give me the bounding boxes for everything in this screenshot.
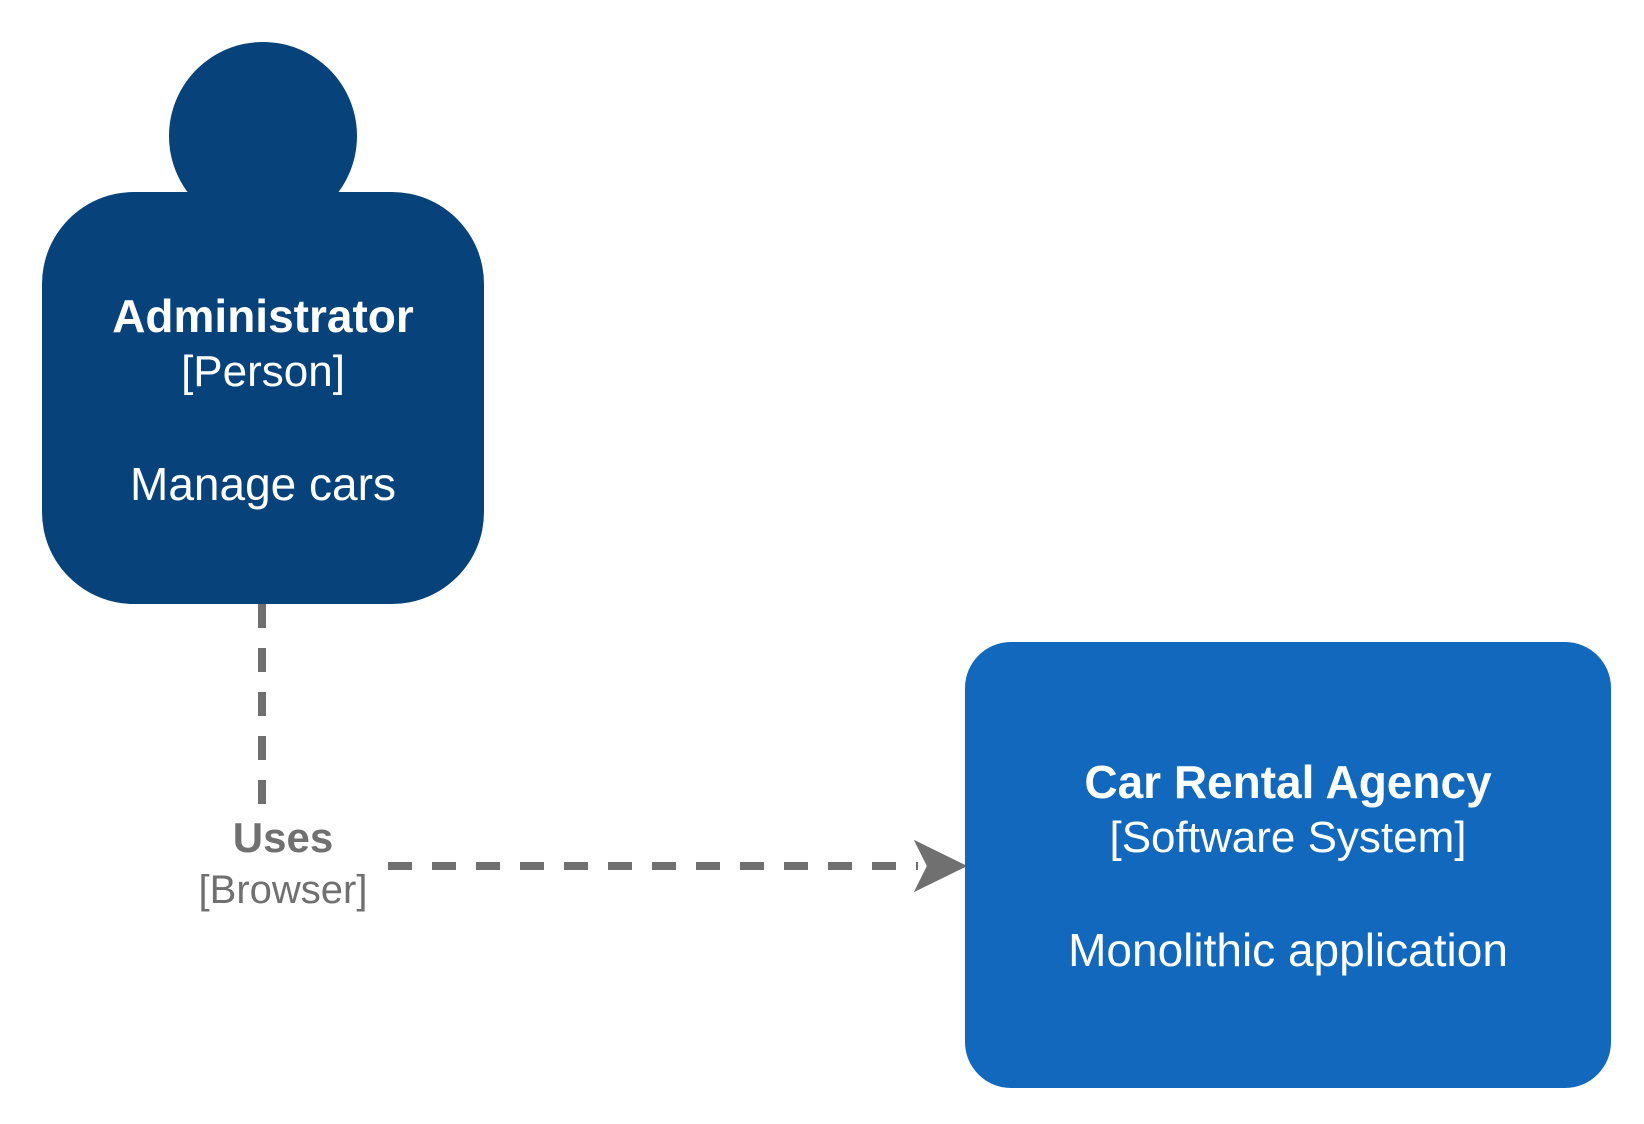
system-node-text: Car Rental Agency [Software System] Mono… [965,754,1611,978]
person-body[interactable] [42,192,484,604]
system-description: Monolithic application [1068,924,1508,976]
person-name: Administrator [112,290,414,342]
system-name: Car Rental Agency [1084,756,1492,808]
arrowhead-icon [913,839,968,893]
relationship-technology: [Browser] [198,868,368,912]
system-kind: [Software System] [1109,813,1467,862]
software-system-box[interactable] [965,642,1611,1088]
person-description: Manage cars [130,458,396,510]
relationship-label: Uses [Browser] [172,812,394,916]
person-kind: [Person] [181,347,345,396]
relationship-name: Uses [232,814,334,861]
person-node-text: Administrator [Person] Manage cars [42,288,484,512]
